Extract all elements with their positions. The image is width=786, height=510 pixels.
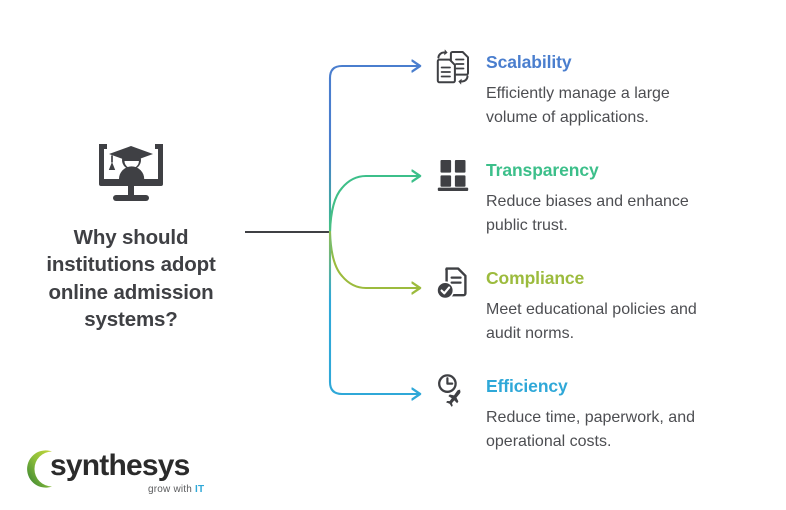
benefit-description: Meet educational policies and audit norm… [486,301,697,343]
connector-branch-compliance [328,230,418,288]
connector-branch-transparency [328,176,418,234]
benefit-title: Transparency [486,160,599,180]
logo-wordmark: synthesys [50,449,190,482]
benefits-list: Scalability Efficiently manage a large v… [432,0,786,510]
logo-tagline-accent: IT [195,484,205,495]
central-node: Why should institutions adopt online adm… [18,140,244,333]
logo-tagline-prefix: grow with [148,484,196,495]
clock-airplane-icon [438,374,461,407]
document-check-badge-icon [436,267,467,300]
online-education-monitor-icon [99,144,163,201]
page-title: Why should institutions adopt online adm… [46,226,216,331]
window-four-pane-icon [437,160,469,191]
connector-branch-efficiency [328,230,418,394]
benefit-title: Efficiency [486,376,568,396]
benefit-title: Compliance [486,268,585,288]
logo-tagline: grow with IT [148,485,204,495]
brand-logo[interactable]: synthesys grow with IT [20,443,204,501]
synthesys-crescent-mark [27,450,52,488]
document-duplicate-sync-icon [436,49,469,85]
benefit-description: Reduce time, paperwork, and operational … [486,409,695,451]
benefit-title: Scalability [486,52,572,72]
connector-branch-scalability [328,66,418,234]
benefit-description: Efficiently manage a large volume of app… [486,85,670,127]
benefit-description: Reduce biases and enhance public trust. [486,193,689,235]
